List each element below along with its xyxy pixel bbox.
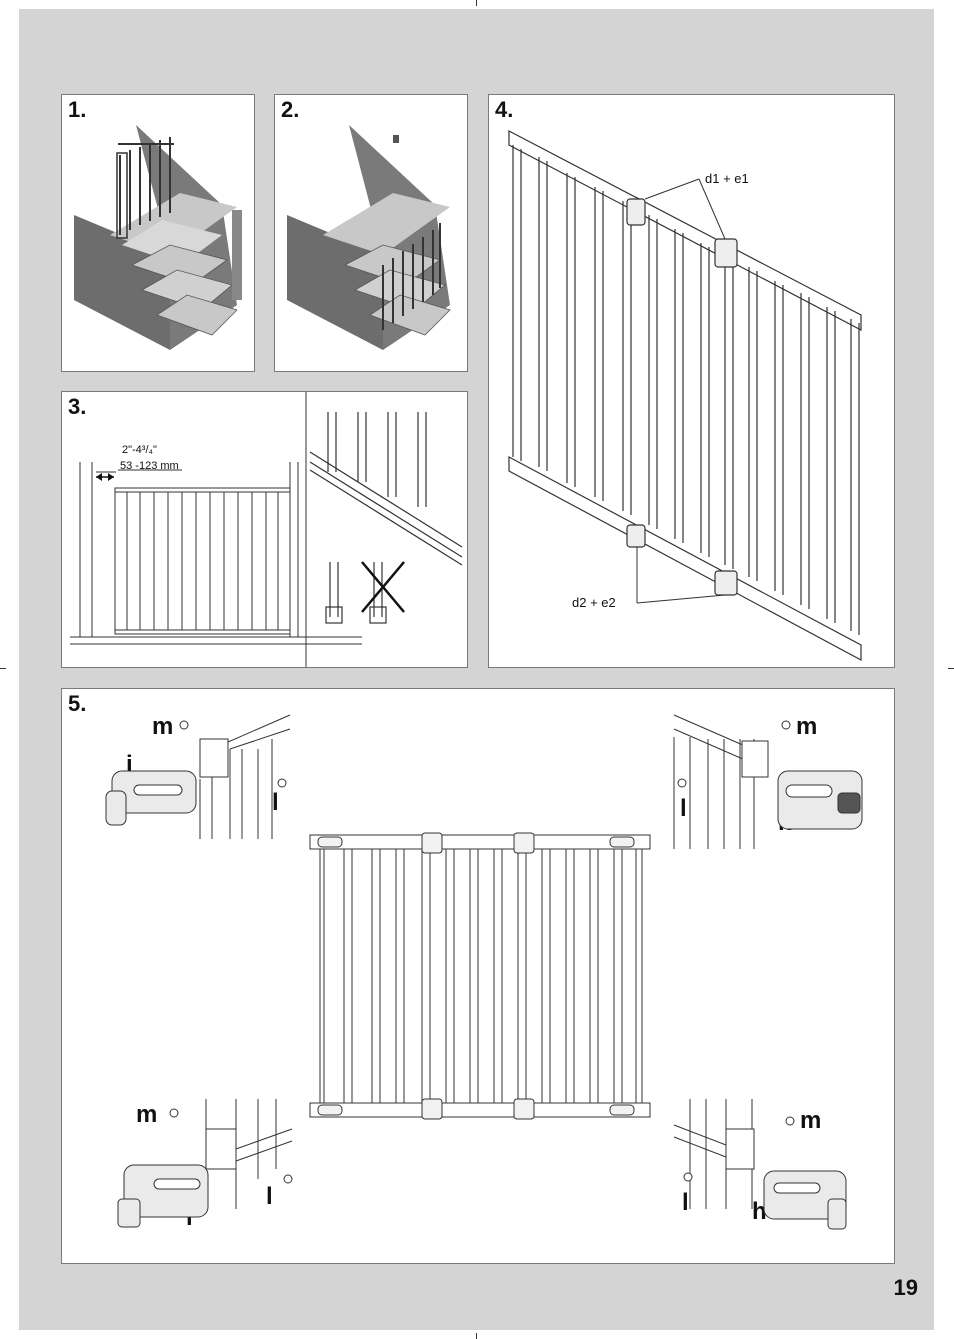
step-4-panel: 4. d1 + e1 d2 + e2: [488, 94, 895, 668]
step-number: 5.: [68, 691, 87, 716]
screw-m-label: m: [796, 713, 818, 740]
stairs-top-gate-illustration: [74, 125, 242, 350]
step-number: 2.: [281, 97, 300, 122]
crop-mark: [476, 0, 477, 6]
part-h-label: h: [752, 1198, 767, 1225]
step-number: 1.: [68, 97, 87, 122]
screw-m-label: m: [136, 1101, 158, 1128]
screw-l-label: l: [680, 795, 687, 822]
step-2-panel: 2.: [274, 94, 468, 372]
crop-mark: [0, 668, 6, 669]
gap-dimension-mm: 53 -123 mm: [120, 460, 179, 472]
step-5-panel: 5. m j l m l k m l i m l h: [61, 688, 895, 1264]
screw-l-label: l: [682, 1189, 689, 1216]
connector-label-top: d1 + e1: [705, 171, 749, 186]
screw-l-label: l: [266, 1183, 273, 1210]
wall-mount-installation-illustration: [105, 714, 863, 1230]
page-number: 19: [893, 1275, 918, 1300]
connector-label-bottom: d2 + e2: [572, 595, 616, 610]
stairs-bottom-gate-illustration: [287, 125, 451, 350]
gate-gap-diagram: [70, 392, 463, 667]
step-number: 3.: [68, 394, 87, 419]
screw-m-label: m: [800, 1107, 822, 1134]
crop-mark: [948, 668, 954, 669]
part-j-label: j: [126, 751, 133, 778]
crop-mark: [476, 1333, 477, 1339]
gap-dimension-inch: 2"-4³/₄": [122, 444, 157, 456]
extension-gate-illustration: [508, 130, 862, 662]
screw-l-label: l: [272, 789, 279, 816]
step-1-panel: 1.: [61, 94, 255, 372]
screw-m-label: m: [152, 713, 174, 740]
step-3-panel: 3. 2"-4³/₄" 53 -123 mm: [61, 391, 468, 668]
step-number: 4.: [495, 97, 514, 122]
